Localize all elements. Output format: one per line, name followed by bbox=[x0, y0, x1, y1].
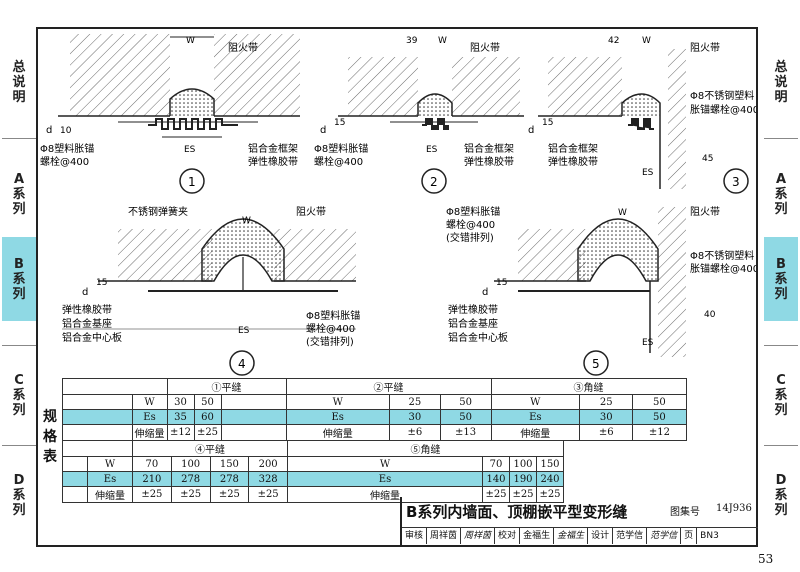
svg-text:(交错排列): (交错排列) bbox=[306, 335, 354, 348]
svg-text:阻火带: 阻火带 bbox=[690, 206, 720, 218]
svg-text:Φ8塑料胀锚: Φ8塑料胀锚 bbox=[446, 205, 500, 218]
svg-text:阻火带: 阻火带 bbox=[470, 42, 500, 54]
svg-text:15: 15 bbox=[542, 118, 553, 128]
section-general-r[interactable]: 总说明 bbox=[774, 60, 788, 105]
svg-text:Φ8塑料胀锚: Φ8塑料胀锚 bbox=[40, 142, 94, 155]
svg-text:铝合金基座: 铝合金基座 bbox=[448, 317, 498, 330]
svg-text:15: 15 bbox=[96, 278, 107, 288]
svg-text:弹性橡胶带: 弹性橡胶带 bbox=[448, 303, 498, 316]
detail-4: W 不锈钢弹簧夹 阻火带 d 15 弹性橡胶带 铝合金基座 铝合金中心板 ES … bbox=[62, 205, 360, 376]
svg-text:阻火带: 阻火带 bbox=[690, 42, 720, 54]
svg-text:铝合金中心板: 铝合金中心板 bbox=[62, 331, 122, 344]
svg-text:10: 10 bbox=[60, 126, 72, 136]
svg-text:d: d bbox=[528, 125, 534, 136]
svg-text:螺栓@400: 螺栓@400 bbox=[40, 155, 89, 168]
svg-text:d: d bbox=[320, 125, 326, 136]
svg-text:弹性橡胶带: 弹性橡胶带 bbox=[464, 155, 514, 168]
svg-text:42: 42 bbox=[608, 36, 619, 46]
svg-text:W: W bbox=[618, 208, 627, 218]
spec-table-label: 规格表 bbox=[38, 378, 63, 496]
title-block: B系列内墙面、顶棚嵌平型变形缝 图集号 14J936 审核 周祥茵 周祥茵 校对… bbox=[400, 497, 758, 545]
approval-row: 审核 周祥茵 周祥茵 校对 金福生 金福生 设计 范学信 范学信 页 BN3 bbox=[402, 527, 758, 544]
section-d-r[interactable]: D系列 bbox=[774, 472, 788, 518]
svg-text:不锈钢弹簧夹: 不锈钢弹簧夹 bbox=[128, 205, 188, 218]
right-section-index: 总说明 A系列 B系列 C系列 D系列 bbox=[764, 27, 798, 547]
svg-text:ES: ES bbox=[642, 168, 654, 178]
svg-text:阻火带: 阻火带 bbox=[296, 206, 326, 218]
drawing-title: B系列内墙面、顶棚嵌平型变形缝 bbox=[406, 503, 628, 521]
atlas-number: 14J936 bbox=[716, 503, 752, 514]
detail-5: Φ8塑料胀锚 螺栓@400 (交错排列) W 阻火带 Φ8不锈钢塑料 胀锚螺栓@… bbox=[446, 205, 756, 376]
svg-text:ES: ES bbox=[184, 145, 196, 155]
section-c[interactable]: C系列 bbox=[12, 372, 26, 418]
svg-text:ES: ES bbox=[238, 326, 250, 336]
construction-drawings: W 阻火带 d 10 Φ8塑料胀锚 螺栓@400 ES 铝合金框架 弹性橡胶带 … bbox=[40, 34, 756, 376]
left-section-index: 总说明 A系列 B系列 C系列 D系列 bbox=[2, 27, 36, 547]
section-c-r[interactable]: C系列 bbox=[774, 372, 788, 418]
svg-text:W: W bbox=[438, 36, 447, 46]
section-d[interactable]: D系列 bbox=[12, 472, 26, 518]
detail-1: W 阻火带 d 10 Φ8塑料胀锚 螺栓@400 ES 铝合金框架 弹性橡胶带 … bbox=[40, 34, 300, 194]
section-b[interactable]: B系列 bbox=[2, 237, 36, 321]
detail-2: 39 W 阻火带 d 15 Φ8塑料胀锚 螺栓@400 ES 铝合金框架 弹性橡… bbox=[314, 36, 524, 194]
svg-text:W: W bbox=[242, 216, 251, 226]
svg-text:Φ8塑料胀锚: Φ8塑料胀锚 bbox=[306, 309, 360, 322]
svg-text:1: 1 bbox=[188, 175, 196, 189]
table1-head-3: ③角缝 bbox=[490, 378, 687, 395]
svg-text:d: d bbox=[46, 125, 52, 136]
svg-text:W: W bbox=[642, 36, 651, 46]
svg-text:铝合金中心板: 铝合金中心板 bbox=[448, 331, 508, 344]
svg-text:15: 15 bbox=[334, 118, 345, 128]
svg-text:ES: ES bbox=[642, 338, 654, 348]
section-a-r[interactable]: A系列 bbox=[774, 172, 788, 217]
svg-text:45: 45 bbox=[702, 154, 713, 164]
svg-text:2: 2 bbox=[430, 175, 438, 189]
svg-text:铝合金框架: 铝合金框架 bbox=[248, 142, 298, 155]
section-b-r[interactable]: B系列 bbox=[764, 237, 798, 321]
svg-text:ES: ES bbox=[426, 145, 438, 155]
svg-text:弹性橡胶带: 弹性橡胶带 bbox=[62, 303, 112, 316]
page-number: 53 bbox=[758, 552, 774, 566]
svg-text:W: W bbox=[186, 36, 195, 46]
svg-text:15: 15 bbox=[496, 278, 507, 288]
svg-text:d: d bbox=[482, 287, 488, 298]
svg-text:胀锚螺栓@400: 胀锚螺栓@400 bbox=[690, 262, 756, 275]
spec-table-2: ④平缝 ⑤角缝 W 70 100 150 200 W 70 100 150 Es… bbox=[62, 440, 780, 503]
section-a[interactable]: A系列 bbox=[12, 172, 26, 217]
svg-text:阻火带: 阻火带 bbox=[228, 42, 258, 54]
table1-head-1: ①平缝 bbox=[166, 378, 287, 395]
svg-text:胀锚螺栓@400: 胀锚螺栓@400 bbox=[690, 103, 756, 116]
table1-head-2: ②平缝 bbox=[285, 378, 492, 395]
svg-text:4: 4 bbox=[238, 357, 246, 371]
table2-head-1: ④平缝 bbox=[132, 440, 288, 457]
spec-table-1: ①平缝 ②平缝 ③角缝 W 30 50 W 25 50 W 25 50 Es 3… bbox=[62, 378, 780, 441]
svg-text:螺栓@400: 螺栓@400 bbox=[306, 322, 355, 335]
svg-text:(交错排列): (交错排列) bbox=[446, 231, 494, 244]
drawing-frame bbox=[36, 27, 758, 547]
svg-text:铝合金基座: 铝合金基座 bbox=[62, 317, 112, 330]
svg-text:铝合金框架: 铝合金框架 bbox=[464, 142, 514, 155]
svg-text:3: 3 bbox=[732, 175, 740, 189]
svg-text:螺栓@400: 螺栓@400 bbox=[314, 155, 363, 168]
atlas-label: 图集号 bbox=[670, 507, 700, 518]
svg-text:5: 5 bbox=[592, 357, 600, 371]
svg-text:d: d bbox=[82, 287, 88, 298]
svg-text:铝合金框架: 铝合金框架 bbox=[548, 142, 598, 155]
svg-text:40: 40 bbox=[704, 310, 716, 320]
section-general[interactable]: 总说明 bbox=[12, 60, 26, 105]
svg-text:弹性橡胶带: 弹性橡胶带 bbox=[548, 155, 598, 168]
svg-text:Φ8塑料胀锚: Φ8塑料胀锚 bbox=[314, 142, 368, 155]
detail-3: 42 W 阻火带 Φ8不锈钢塑料 胀锚螺栓@400 d 15 铝合金框架 弹性橡… bbox=[528, 36, 756, 194]
svg-text:螺栓@400: 螺栓@400 bbox=[446, 218, 495, 231]
svg-text:39: 39 bbox=[406, 36, 418, 46]
svg-text:Φ8不锈钢塑料: Φ8不锈钢塑料 bbox=[690, 89, 754, 102]
table2-head-2: ⑤角缝 bbox=[287, 440, 564, 457]
svg-text:Φ8不锈钢塑料: Φ8不锈钢塑料 bbox=[690, 249, 754, 262]
svg-text:弹性橡胶带: 弹性橡胶带 bbox=[248, 155, 298, 168]
